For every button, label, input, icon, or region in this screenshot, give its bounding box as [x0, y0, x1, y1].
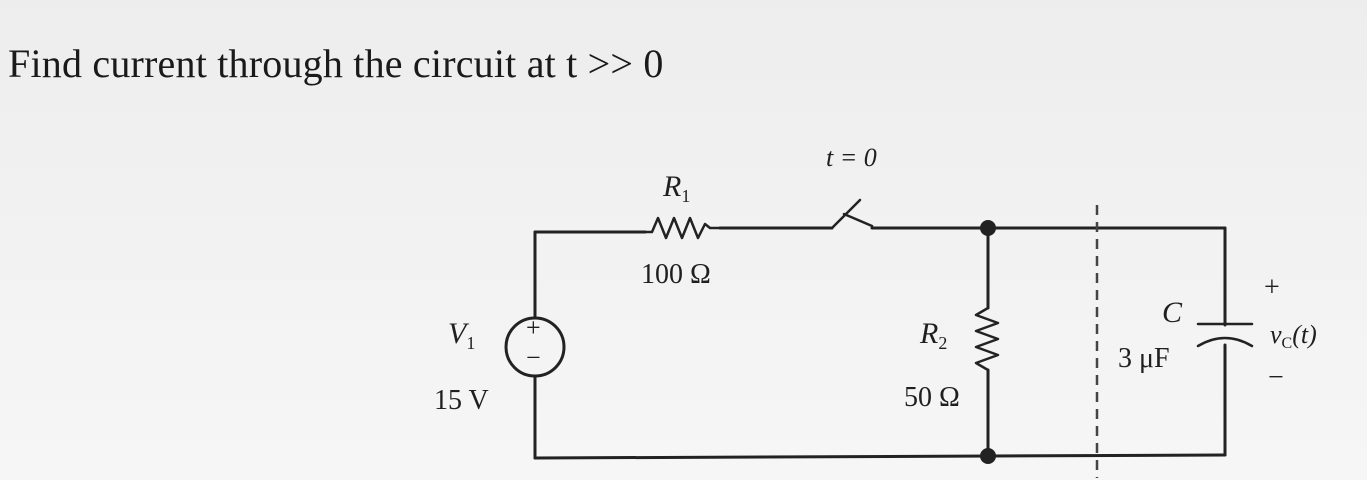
r1-value: 100 Ω: [641, 259, 711, 290]
resistor-r1: [643, 216, 722, 240]
vc-label: vC(t): [1270, 320, 1317, 352]
resistor-r2: [974, 306, 1000, 372]
source-name: V1: [448, 317, 475, 353]
source-plus: +: [526, 313, 541, 342]
capacitor-value: 3 μF: [1118, 343, 1170, 374]
source-minus: −: [526, 343, 541, 372]
voltage-source: [504, 316, 566, 378]
question-text: Find current through the circuit at t >>…: [8, 41, 664, 86]
r2-value: 50 Ω: [904, 382, 960, 413]
vc-minus: −: [1268, 362, 1284, 393]
switch-label: t = 0: [826, 143, 877, 172]
r2-label: R2: [919, 317, 947, 353]
capacitor-label: C: [1162, 296, 1183, 329]
wire-bottom: [533, 453, 1227, 460]
vc-plus: +: [1264, 272, 1280, 303]
capacitor-plate-bottom: [1196, 336, 1254, 348]
source-value: 15 V: [434, 385, 489, 416]
switch-arrow: [842, 212, 874, 228]
r1-label: R1: [662, 170, 690, 206]
